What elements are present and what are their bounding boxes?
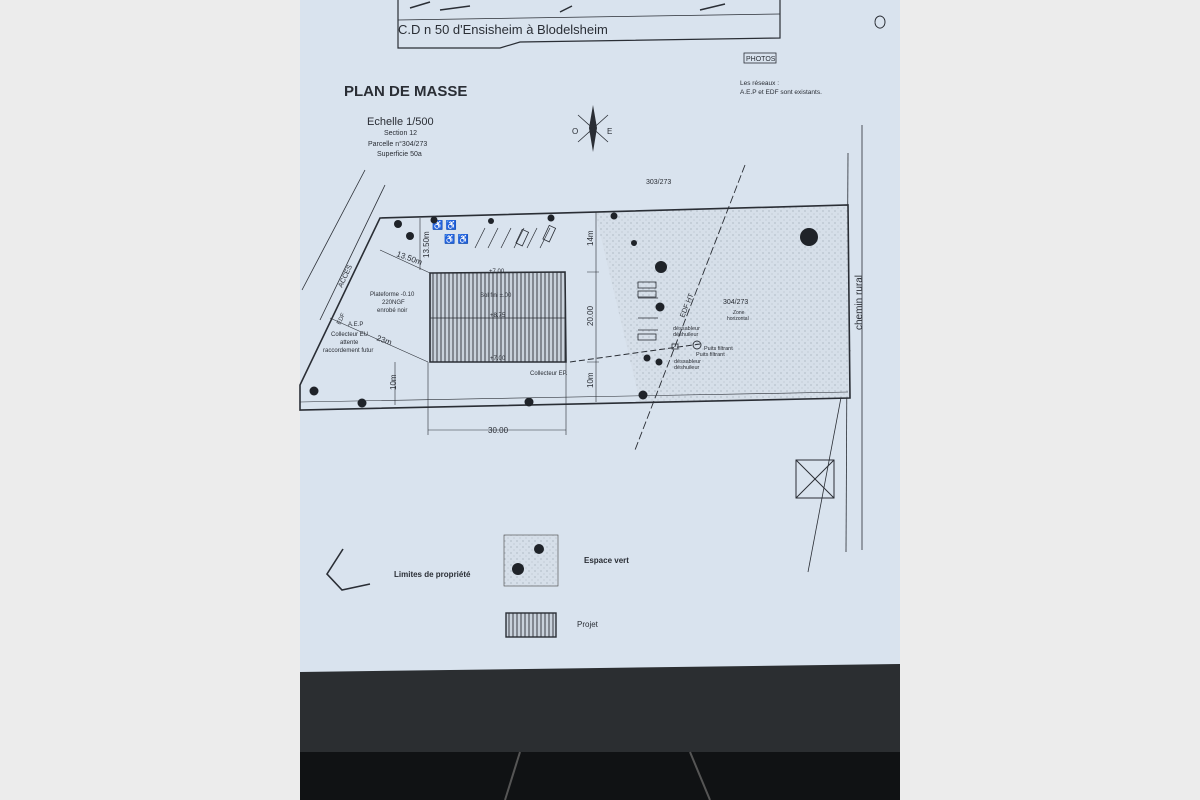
car-icon [637,333,657,341]
eu-collector-line2: attente [340,340,359,346]
networks-line2: A.E.P et EDF sont existants. [740,89,822,96]
road-strip: C.D n 50 d'Ensisheim à Blodelsheim [397,0,781,49]
accessible-parking-icon: ♿ ♿ [444,233,469,244]
rural-road-label: chemin rural [854,275,865,330]
photos-icon: PHOTOS [743,52,777,64]
car-icon [515,228,530,247]
platform-line1: Plateforme -0.10 [370,292,415,298]
separator1-line1: déssableur [673,326,700,332]
accessible-parking-icon: ♿ ♿ [432,219,457,230]
car-icon [637,281,657,289]
separator2-line1: déssableur [674,359,701,365]
legend-project-label: Projet [577,620,599,629]
svg-text:+7.00: +7.00 [489,269,505,275]
dim-10m-left: 10m [389,374,398,390]
filter-well-label1: Puits filtrant [704,346,733,352]
svg-text:+7.00: +7.00 [490,356,506,362]
filter-well-label2: Puits filtrant [696,352,725,358]
separator1-line2: déshuileur [673,332,699,338]
svg-text:+8.75: +8.75 [490,313,506,319]
svg-text:Sol fini ±.00: Sol fini ±.00 [480,293,512,299]
networks-line1: Les réseaux : [740,80,779,87]
edf-label: EDF [336,312,347,326]
pylon-icon [795,459,835,499]
aep-label: A.E.P [348,322,363,328]
svg-text:O: O [572,127,578,136]
tree-icons [309,212,818,408]
eu-collector-line3: raccordement futur [323,348,373,354]
edf-ht-line [634,164,746,451]
dim-30: 30.00 [488,426,509,435]
dark-surface-lower [300,752,900,800]
road-label: C.D n 50 d'Ensisheim à Blodelsheim [398,22,608,37]
platform-line3: enrobé noir [377,308,407,314]
platform-line2: 220NGF [382,300,405,306]
legend-green-label: Espace vert [584,556,629,565]
dim-20: 20.00 [586,305,595,326]
page-corner-icon [874,15,886,29]
parcel-site-label: 304/273 [723,299,748,306]
property-boundary [299,204,851,411]
svg-text:PHOTOS: PHOTOS [746,56,776,63]
legend: Limites de propriété Espace vert Projet [325,534,629,638]
green-space-area [595,205,850,402]
zone-label2: horizontal [727,316,749,322]
parcel-north-label: 303/273 [646,179,671,186]
section-label: Section 12 [384,130,417,137]
area-label: Superficie 50a [377,151,422,158]
dim-10m-right: 10m [586,372,595,388]
green-space-symbol [503,534,559,587]
property-limit-symbol [325,548,371,591]
compass-rose-icon: O N E [572,105,612,152]
eu-collector-line1: Collecteur EU [331,332,368,338]
page-title: PLAN DE MASSE [344,83,467,100]
dim-13-50-vertical: 13.50m [422,231,431,258]
car-icon [637,290,657,298]
separator2-line2: déshuileur [674,365,700,371]
dim-14m: 14m [586,230,595,246]
legend-limits-label: Limites de propriété [394,570,471,579]
ep-collector-label: Collecteur EP. [530,371,568,377]
svg-text:N: N [589,125,596,135]
scale-label: Echelle 1/500 [367,116,434,128]
project-building: +7.00 Sol fini ±.00 +8.75 +7.00 [429,269,567,363]
filter-well-icon [692,340,702,350]
project-symbol [505,612,557,638]
car-icon [542,224,557,243]
svg-text:E: E [607,127,612,136]
zone-label: Zone [733,310,745,316]
parcel-label: Parcelle n°304/273 [368,140,427,148]
